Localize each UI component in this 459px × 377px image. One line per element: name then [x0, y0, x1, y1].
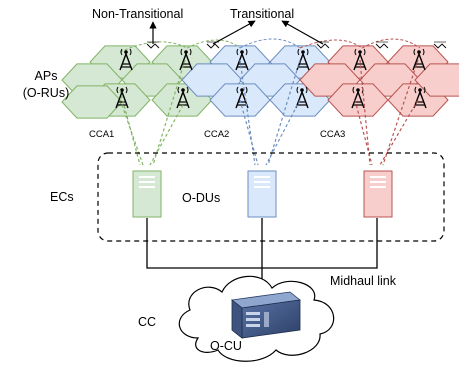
arc-green — [119, 41, 188, 53]
interference-icon — [375, 41, 389, 49]
orus-label: (O-RUs) — [23, 86, 70, 100]
cca1-label: CCA1 — [89, 129, 114, 140]
interference-icon — [316, 41, 330, 49]
radio-tower-icon — [235, 48, 249, 71]
aps-label: APs — [35, 69, 58, 83]
midhaul-links — [146, 218, 378, 290]
cca3-label: CCA3 — [320, 129, 345, 140]
transitional-label: Transitional — [230, 7, 294, 21]
radio-tower-icon — [115, 86, 129, 109]
hex-cell-red — [414, 63, 459, 97]
radio-tower-icon — [235, 86, 249, 109]
arc-red — [361, 38, 421, 49]
arc-blue — [239, 38, 301, 49]
ecs-label: ECs — [50, 190, 74, 204]
interference-icon — [206, 41, 220, 49]
edge-cloud-container — [97, 152, 445, 242]
cu-device-icon — [231, 291, 301, 339]
radio-tower-icon — [353, 48, 367, 71]
hex-cell-green — [61, 85, 123, 119]
fronthaul-links — [119, 59, 419, 166]
odus-label: O-DUs — [182, 191, 220, 205]
server-icon — [247, 170, 277, 218]
interference-icon — [433, 41, 447, 49]
radio-tower-icon — [296, 48, 310, 71]
midhaul-label: Midhaul link — [330, 274, 397, 288]
transitional-arrow-left — [212, 20, 256, 45]
radio-tower-icon — [295, 86, 309, 109]
arc-blue-red — [299, 39, 363, 49]
server-icon — [363, 170, 393, 218]
arc-green-blue — [186, 39, 241, 49]
server-icon — [132, 170, 162, 218]
non-transitional-label: Non-Transitional — [92, 7, 183, 21]
cell-hexagons — [61, 45, 459, 119]
coordination-arcs — [119, 38, 421, 53]
odu-servers — [132, 170, 393, 218]
radio-tower-icon — [119, 48, 133, 71]
hex-cell-red — [327, 83, 389, 117]
transitional-arrow-right — [281, 20, 324, 45]
radio-tower-icon — [179, 48, 193, 71]
ocu-label: O-CU — [210, 339, 242, 353]
cc-label: CC — [138, 315, 156, 329]
cca2-label: CCA2 — [204, 129, 229, 140]
